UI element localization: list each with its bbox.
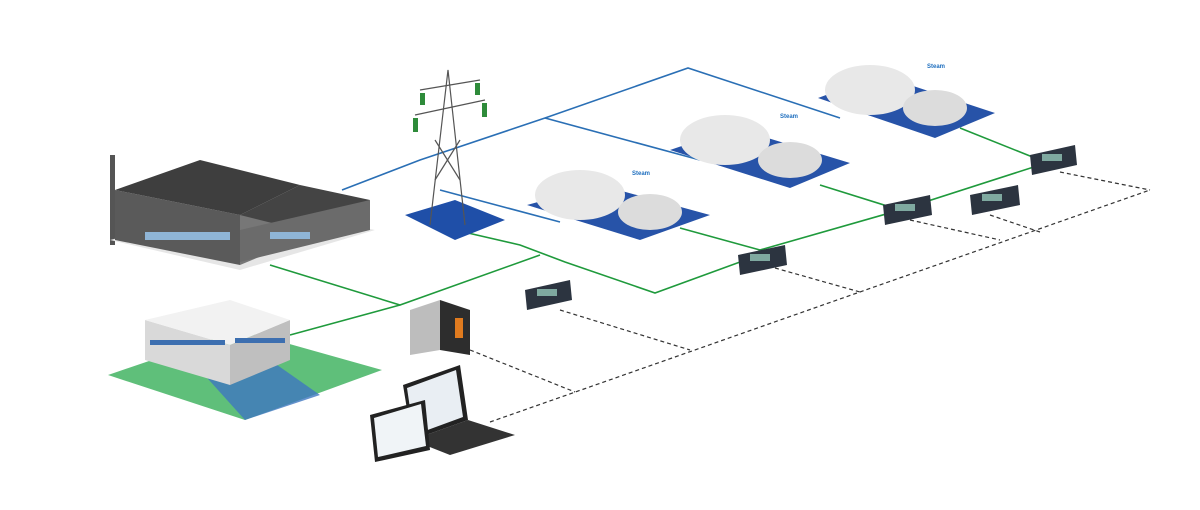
steam-turbine-1: Steam: [527, 170, 710, 240]
controller-unit: [525, 280, 572, 310]
office-building: [108, 300, 382, 420]
controller-unit: [1030, 145, 1077, 175]
steam-label: Steam: [632, 171, 650, 177]
network-lines: [469, 171, 1151, 423]
steam-turbine-2: Steam: [670, 114, 850, 188]
controller-unit: [738, 245, 787, 275]
laptop-and-tablet: [370, 365, 515, 462]
plc-controller: [410, 300, 470, 355]
steam-turbine-3: Steam: [818, 64, 995, 138]
controllers: [525, 145, 1077, 310]
steam-label: Steam: [780, 114, 798, 120]
transmission-tower: [405, 69, 505, 240]
controller-unit: [883, 195, 932, 225]
power-lines: [341, 67, 841, 223]
factory-building: [110, 155, 375, 270]
controller-unit: [970, 185, 1020, 215]
steam-label: Steam: [927, 64, 945, 70]
